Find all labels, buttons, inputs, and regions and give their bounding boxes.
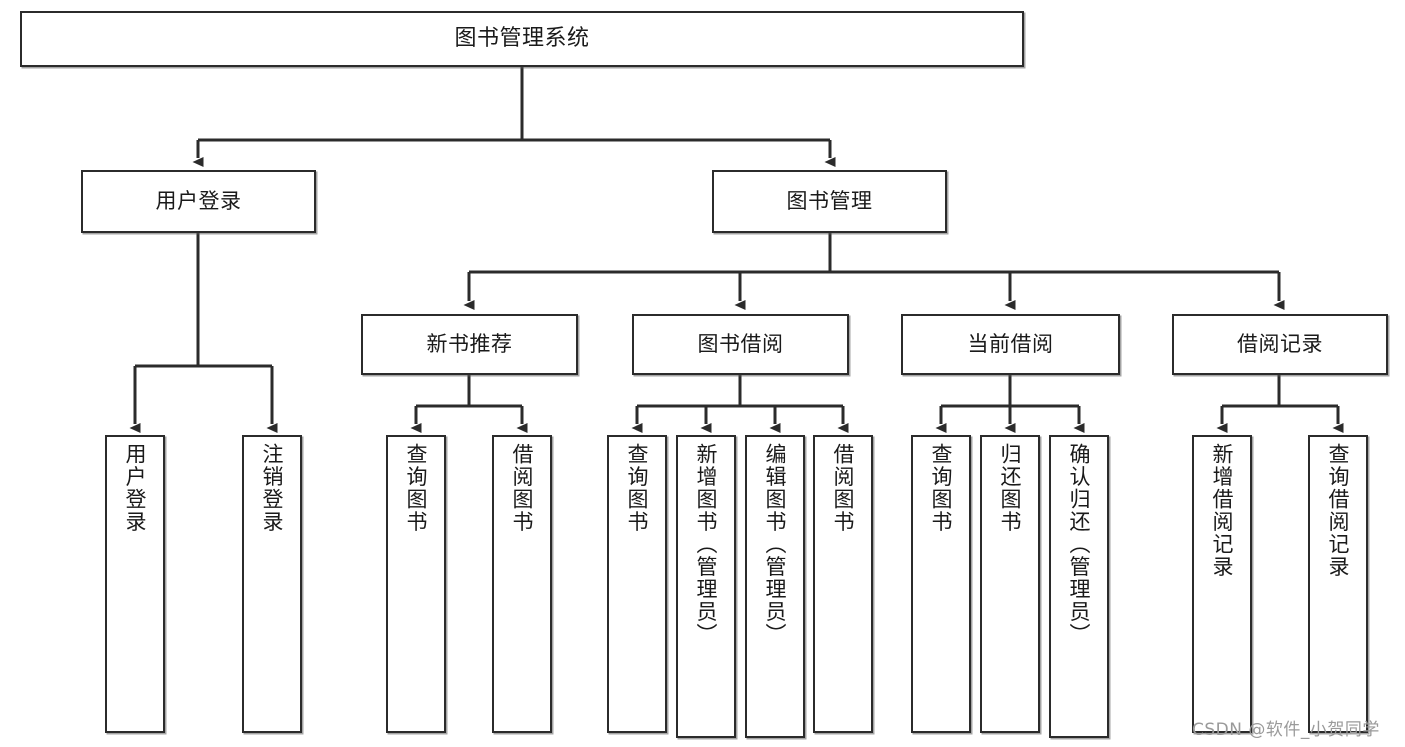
node-root[interactable]: 图书管理系统 xyxy=(20,11,1024,67)
node-leaf-add-book-admin-label: 新增图书（管理员） xyxy=(694,443,719,646)
node-leaf-query-borrow-record[interactable]: 查询借阅记录 xyxy=(1308,435,1368,733)
node-leaf-add-borrow-record-label: 新增借阅记录 xyxy=(1210,443,1235,578)
node-new-book-recommend[interactable]: 新书推荐 xyxy=(361,314,578,375)
node-book-borrow[interactable]: 图书借阅 xyxy=(632,314,849,375)
node-leaf-add-borrow-record[interactable]: 新增借阅记录 xyxy=(1192,435,1252,733)
node-book-borrow-label: 图书借阅 xyxy=(697,332,784,357)
node-borrow-record[interactable]: 借阅记录 xyxy=(1172,314,1388,375)
node-book-manage-label: 图书管理 xyxy=(786,189,873,214)
node-leaf-newbook-borrow-book[interactable]: 借阅图书 xyxy=(492,435,552,733)
node-leaf-return-book-label: 归还图书 xyxy=(998,443,1023,533)
node-leaf-borrow-book[interactable]: 借阅图书 xyxy=(813,435,873,733)
node-new-book-recommend-label: 新书推荐 xyxy=(426,332,513,357)
watermark-text: CSDN @软件_小贺同学 xyxy=(1192,720,1380,740)
node-leaf-current-query-book[interactable]: 查询图书 xyxy=(911,435,971,733)
node-book-manage[interactable]: 图书管理 xyxy=(712,170,947,233)
node-leaf-confirm-return-admin-label: 确认归还（管理员） xyxy=(1067,443,1092,646)
node-leaf-add-book-admin[interactable]: 新增图书（管理员） xyxy=(676,435,736,738)
node-leaf-edit-book-admin-label: 编辑图书（管理员） xyxy=(763,443,788,646)
node-leaf-edit-book-admin[interactable]: 编辑图书（管理员） xyxy=(745,435,805,738)
node-leaf-current-query-book-label: 查询图书 xyxy=(929,443,954,533)
node-leaf-confirm-return-admin[interactable]: 确认归还（管理员） xyxy=(1049,435,1109,738)
node-leaf-newbook-query-book[interactable]: 查询图书 xyxy=(386,435,446,733)
node-leaf-borrow-query-book-label: 查询图书 xyxy=(625,443,650,533)
node-leaf-return-book[interactable]: 归还图书 xyxy=(980,435,1040,733)
node-leaf-newbook-borrow-book-label: 借阅图书 xyxy=(510,443,535,533)
node-leaf-query-borrow-record-label: 查询借阅记录 xyxy=(1326,443,1351,578)
node-leaf-user-login[interactable]: 用户登录 xyxy=(105,435,165,733)
node-current-borrow[interactable]: 当前借阅 xyxy=(901,314,1120,375)
node-user-login[interactable]: 用户登录 xyxy=(81,170,316,233)
node-user-login-label: 用户登录 xyxy=(155,189,242,214)
node-leaf-borrow-book-label: 借阅图书 xyxy=(831,443,856,533)
node-leaf-user-login-label: 用户登录 xyxy=(123,443,148,533)
node-borrow-record-label: 借阅记录 xyxy=(1237,332,1323,357)
node-leaf-newbook-query-book-label: 查询图书 xyxy=(404,443,429,533)
node-current-borrow-label: 当前借阅 xyxy=(967,332,1054,357)
node-leaf-logout-label: 注销登录 xyxy=(260,443,285,533)
node-leaf-borrow-query-book[interactable]: 查询图书 xyxy=(607,435,667,733)
node-leaf-logout[interactable]: 注销登录 xyxy=(242,435,302,733)
node-root-label: 图书管理系统 xyxy=(454,26,590,52)
